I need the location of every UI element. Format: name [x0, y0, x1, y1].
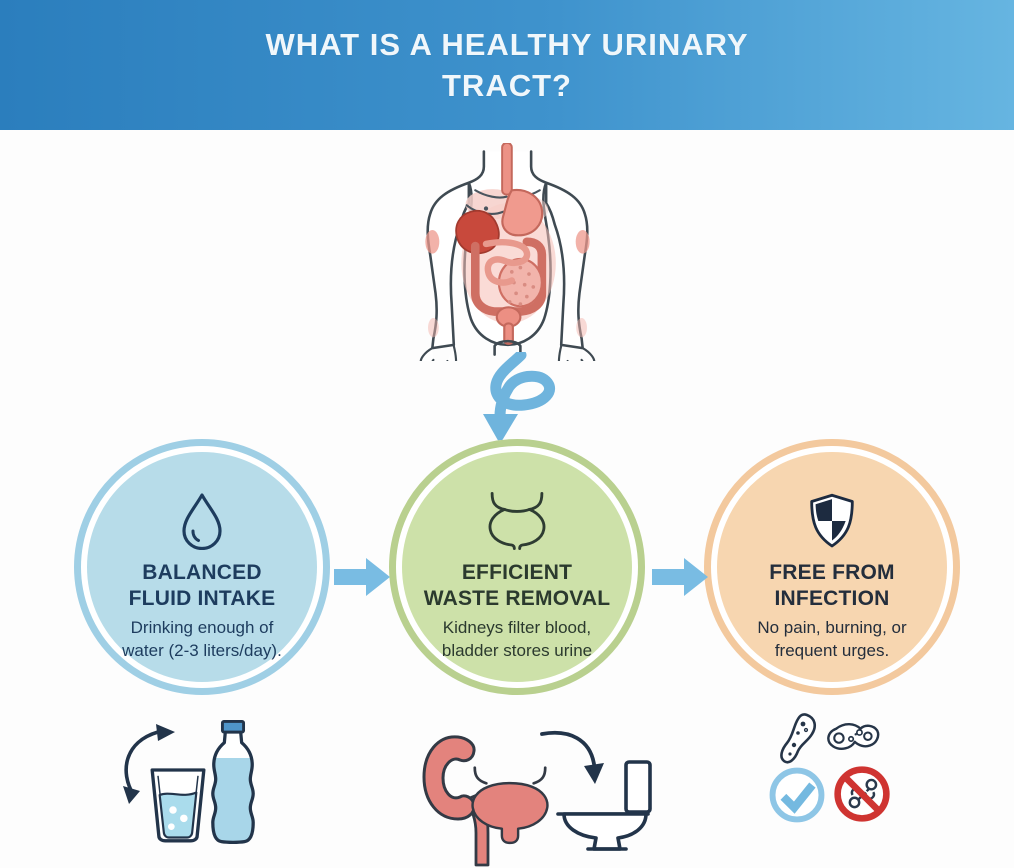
step-subtitle: Drinking enough of water (2-3 liters/day… [122, 616, 282, 662]
check-circle-icon [769, 767, 825, 823]
circle-ring [704, 439, 960, 695]
step-sub-line1: Drinking enough of [130, 618, 274, 637]
step-title-line1: EFFICIENT [461, 561, 573, 584]
right-arrow-icon [652, 558, 708, 596]
shield-check-icon [807, 490, 857, 552]
right-arrow-icon [334, 558, 390, 596]
step-title-line1: BALANCED [142, 561, 262, 584]
step-title-line2: WASTE REMOVAL [423, 587, 611, 610]
human-torso-organs-illustration [419, 143, 596, 361]
water-drop-icon [181, 490, 223, 552]
step-circle-efficient-waste-removal: EFFICIENT WASTE REMOVAL Kidneys filter b… [389, 439, 645, 695]
circle-ring [389, 439, 645, 695]
cycle-arrow-icon [123, 724, 175, 804]
page-title-line1: WHAT IS A HEALTHY URINARY [265, 27, 749, 62]
step-circle-balanced-fluid-intake: BALANCED FLUID INTAKE Drinking enough of… [74, 439, 330, 695]
swirl-down-arrow-icon [483, 352, 555, 444]
step-title: BALANCED FLUID INTAKE [129, 560, 276, 612]
bacterium-icon [780, 713, 817, 764]
bacterium-icon [827, 722, 880, 750]
step-sub-line2: frequent urges. [774, 641, 890, 660]
bladder-icon [485, 490, 549, 552]
step-sub-line1: Kidneys filter blood, [442, 618, 592, 637]
step-title: FREE FROM INFECTION [769, 560, 894, 612]
step-title-line1: FREE FROM [769, 561, 895, 584]
step-title-line2: FLUID INTAKE [128, 587, 276, 610]
step-subtitle: Kidneys filter blood, bladder stores uri… [442, 616, 592, 662]
step-sub-line1: No pain, burning, or [757, 618, 907, 637]
step-sub-line2: bladder stores urine [441, 641, 593, 660]
header-banner: WHAT IS A HEALTHY URINARY TRACT? [0, 0, 1014, 130]
step-title: EFFICIENT WASTE REMOVAL [424, 560, 611, 612]
step-title-line2: INFECTION [774, 587, 890, 610]
water-bottle-icon [211, 720, 255, 845]
page-title-line2: TRACT? [442, 68, 572, 103]
curved-arrow-icon [540, 731, 604, 784]
step-sub-line2: water (2-3 liters/day). [122, 641, 282, 660]
step-subtitle: No pain, burning, or frequent urges. [757, 616, 906, 662]
circle-ring [74, 439, 330, 695]
toilet-icon [556, 760, 652, 851]
bladder-icon [471, 766, 549, 845]
no-bacteria-icon [834, 766, 890, 822]
step-circle-free-from-infection: FREE FROM INFECTION No pain, burning, or… [704, 439, 960, 695]
water-glass-icon [150, 768, 206, 843]
